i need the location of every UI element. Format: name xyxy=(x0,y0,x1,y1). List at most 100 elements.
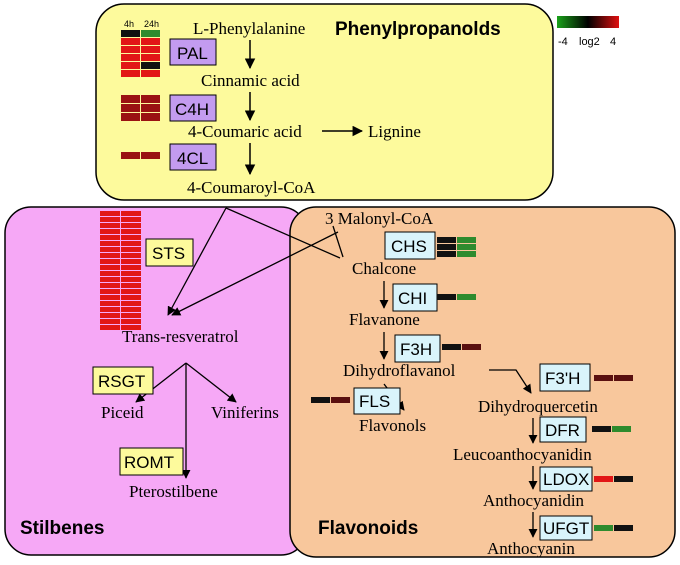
arrow-malonyl-to-resveratrol xyxy=(171,231,339,316)
stilbenes-title: Stilbenes xyxy=(20,518,104,539)
heatmap-pal-cell-r1-c1 xyxy=(141,38,160,45)
heatmap-ufgt-cell-r0-c1 xyxy=(614,525,633,531)
heatmap-f3ph-cell-r0-c0 xyxy=(594,375,613,381)
heatmap-pal-cell-r2-c0 xyxy=(121,46,140,53)
enzyme-ldox-label: LDOX xyxy=(543,470,589,489)
enzyme-fls-label: FLS xyxy=(359,392,390,411)
heatmap-sts-cell-r18-c0 xyxy=(100,319,120,324)
enzyme-f3ph: F3'H xyxy=(539,363,591,392)
enzyme-f3h-label: F3H xyxy=(400,340,432,359)
enzyme-rsgt-label: RSGT xyxy=(98,372,145,391)
arrow-resveratrol-to-piceid xyxy=(135,362,187,403)
arrow-coumaroyl-to-resveratrol xyxy=(167,207,227,316)
enzyme-dfr-label: DFR xyxy=(545,421,580,440)
enzyme-ufgt-label: UFGT xyxy=(543,519,589,538)
heatmap-sts-cell-r18-c1 xyxy=(121,319,141,324)
heatmap-sts-cell-r2-c1 xyxy=(121,223,141,228)
heatmap-sts-cell-r6-c1 xyxy=(121,247,141,252)
enzyme-pal-label: PAL xyxy=(177,44,208,63)
heatmap-sts-cell-r9-c0 xyxy=(100,265,120,270)
heatmap-sts-cell-r1-c1 xyxy=(121,217,141,222)
heatmap-c4h-cell-r0-c0 xyxy=(121,95,140,103)
line-malonyl-to-chalcone xyxy=(332,225,344,258)
piceid-label: Piceid xyxy=(101,403,144,422)
enzyme-pal: PAL xyxy=(169,38,217,66)
heatmap-sts-cell-r0-c1 xyxy=(121,211,141,216)
heatmap-4cl xyxy=(121,152,160,159)
heatmap-sts-cell-r4-c1 xyxy=(121,235,141,240)
heatmap-ufgt xyxy=(594,525,633,531)
enzyme-chi-label: CHI xyxy=(398,289,427,308)
heatmap-c4h-cell-r2-c1 xyxy=(141,113,160,121)
leucoanthocyanidin-label: Leucoanthocyanidin xyxy=(453,445,592,464)
heatmap-c4h-cell-r1-c0 xyxy=(121,104,140,112)
heatmap-pal-cell-r2-c1 xyxy=(141,46,160,53)
heatmap-f3h-cell-r0-c1 xyxy=(462,344,481,350)
4-coumaroyl-coa-label: 4-Coumaroyl-CoA xyxy=(187,178,316,197)
heatmap-sts-cell-r12-c0 xyxy=(100,283,120,288)
heatmap-sts-cell-r6-c0 xyxy=(100,247,120,252)
cinnamic-acid-label: Cinnamic acid xyxy=(201,71,300,90)
heatmap-ldox xyxy=(594,476,633,482)
heatmap-pal xyxy=(121,30,160,77)
heatmap-sts-cell-r0-c0 xyxy=(100,211,120,216)
heatmap-sts-cell-r5-c1 xyxy=(121,241,141,246)
heatmap-chs-cell-r1-c1 xyxy=(457,244,476,250)
enzyme-f3h: F3H xyxy=(394,334,441,363)
viniferins-label: Viniferins xyxy=(211,403,279,422)
enzyme-4cl-label: 4CL xyxy=(177,149,208,168)
enzyme-rsgt: RSGT xyxy=(92,366,154,395)
heatmap-sts-cell-r7-c0 xyxy=(100,253,120,258)
heatmap-sts-cell-r17-c1 xyxy=(121,313,141,318)
heatmap-f3h-cell-r0-c0 xyxy=(442,344,461,350)
4-coumaric-acid-label: 4-Coumaric acid xyxy=(188,122,302,141)
enzyme-chi: CHI xyxy=(392,283,438,312)
heatmap-sts-cell-r8-c1 xyxy=(121,259,141,264)
heatmap-sts-cell-r19-c0 xyxy=(100,325,120,330)
heatmap-sts-cell-r15-c1 xyxy=(121,301,141,306)
heatmap-chs-cell-r0-c0 xyxy=(437,237,456,243)
line-coumaroyl-to-chalcone xyxy=(225,207,341,259)
pterostilbene-label: Pterostilbene xyxy=(129,482,218,501)
heatmap-sts-cell-r7-c1 xyxy=(121,253,141,258)
heatmap-sts-cell-r8-c0 xyxy=(100,259,120,264)
heatmap-dfr-cell-r0-c1 xyxy=(612,426,631,432)
dihydroquercetin-label: Dihydroquercetin xyxy=(478,397,598,416)
heatmap-sts-cell-r5-c0 xyxy=(100,241,120,246)
enzyme-ufgt: UFGT xyxy=(539,515,593,541)
heatmap-pal-cell-r5-c1 xyxy=(141,70,160,77)
heatmap-sts-cell-r1-c0 xyxy=(100,217,120,222)
heatmap-sts-cell-r15-c0 xyxy=(100,301,120,306)
chalcone-label: Chalcone xyxy=(352,259,416,278)
heatmap-chs-cell-r1-c0 xyxy=(437,244,456,250)
enzyme-chs-label: CHS xyxy=(391,237,427,256)
heatmap-fls-cell-r0-c1 xyxy=(331,397,350,403)
heatmap-sts-cell-r10-c1 xyxy=(121,271,141,276)
heatmap-f3ph xyxy=(594,375,633,381)
heatmap-chi-cell-r0-c1 xyxy=(457,294,476,300)
heatmap-chi-cell-r0-c0 xyxy=(437,294,456,300)
enzyme-ldox: LDOX xyxy=(539,466,593,492)
heatmap-sts-cell-r3-c0 xyxy=(100,229,120,234)
timepoint-24h-label: 24h xyxy=(144,19,159,29)
enzyme-romt: ROMT xyxy=(119,447,184,476)
heatmap-ufgt-cell-r0-c0 xyxy=(594,525,613,531)
heatmap-ldox-cell-r0-c0 xyxy=(594,476,613,482)
anthocyanidin-label: Anthocyanidin xyxy=(483,491,585,510)
heatmap-chs xyxy=(437,237,476,257)
heatmap-pal-cell-r3-c1 xyxy=(141,54,160,61)
heatmap-pal-cell-r1-c0 xyxy=(121,38,140,45)
timepoint-4h-label: 4h xyxy=(124,19,134,29)
legend-min-label: -4 xyxy=(558,36,568,48)
heatmap-sts-cell-r14-c1 xyxy=(121,295,141,300)
heatmap-sts-cell-r17-c0 xyxy=(100,313,120,318)
heatmap-pal-cell-r4-c1 xyxy=(141,62,160,69)
heatmap-c4h-cell-r0-c1 xyxy=(141,95,160,103)
enzyme-sts: STS xyxy=(145,238,194,267)
heatmap-cl4-cell-r0-c0 xyxy=(121,152,140,159)
heatmap-sts-cell-r11-c1 xyxy=(121,277,141,282)
heatmap-chi xyxy=(437,294,476,300)
heatmap-f3h xyxy=(442,344,481,350)
anthocyanin-label: Anthocyanin xyxy=(487,539,575,558)
heatmap-sts-cell-r2-c0 xyxy=(100,223,120,228)
